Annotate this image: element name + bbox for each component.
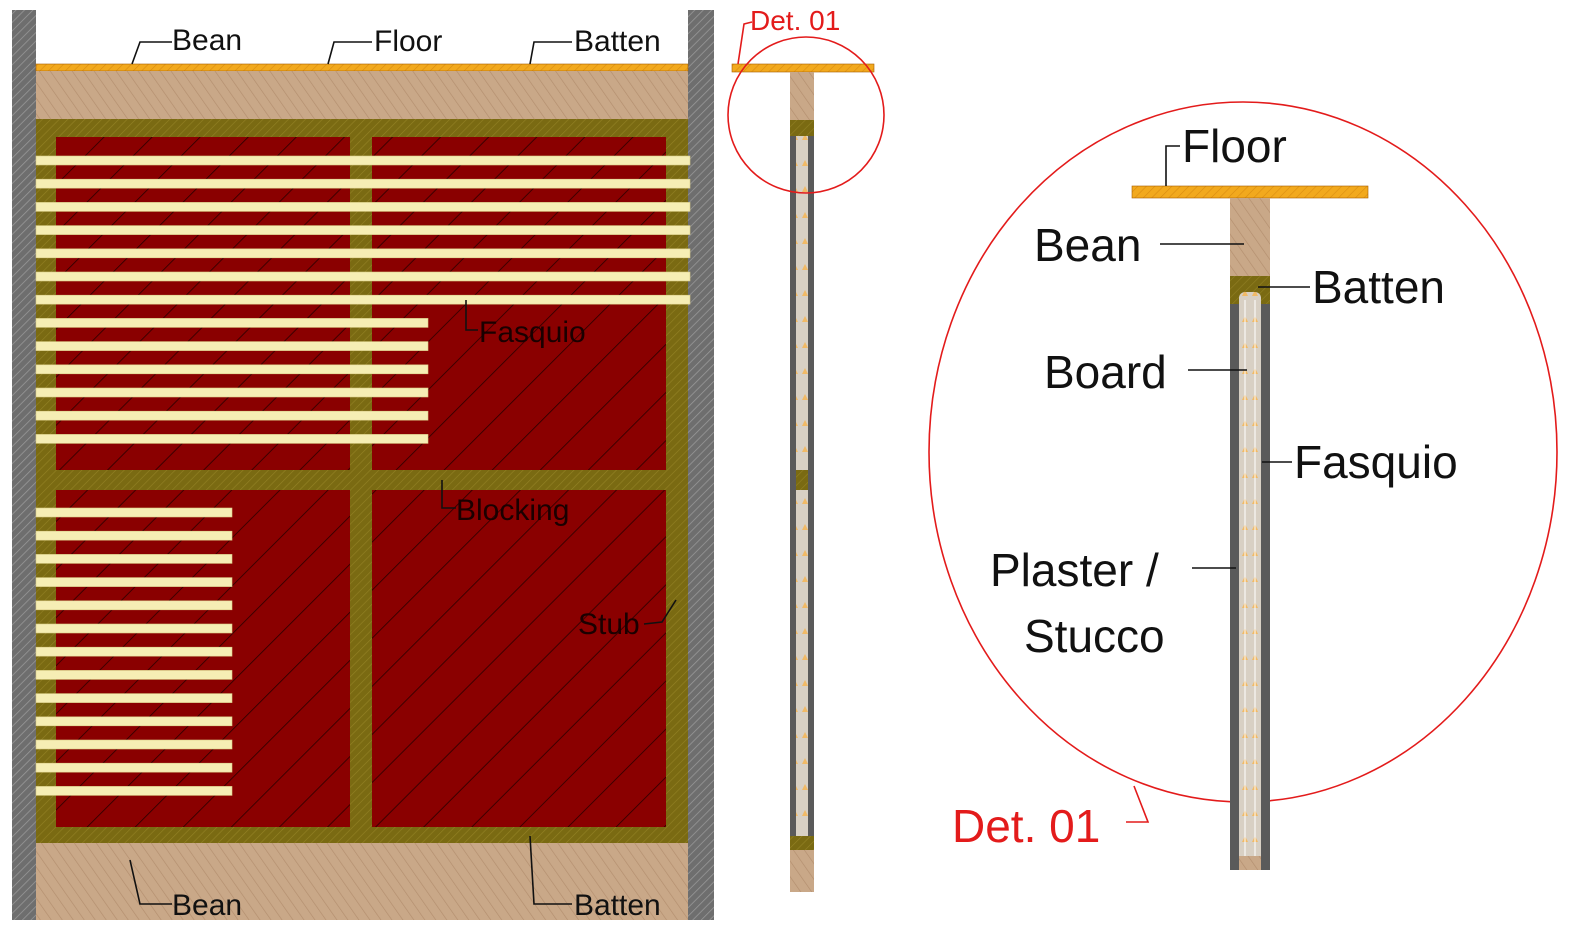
fasquio-strip: [35, 554, 233, 564]
fasquio-strip: [35, 271, 691, 282]
detail-title-leader: [1126, 785, 1150, 823]
bean-bottom-label: Bean: [172, 889, 242, 922]
detail-bean-top: [1230, 198, 1270, 276]
floor-label: Floor: [374, 25, 442, 58]
fasquio-leader: [465, 300, 478, 331]
detail-plaster-label-line1: Plaster /: [990, 544, 1159, 596]
bean-top-leader: [131, 41, 172, 65]
fasquio-strip: [35, 341, 429, 351]
section-bean-top: [790, 72, 814, 120]
detail-bean-label: Bean: [1034, 219, 1141, 271]
fasquio-strip: [35, 318, 429, 328]
detail-callout-circle: [727, 36, 885, 194]
fasquio-strip: [35, 248, 691, 259]
wall-elevation: Bean Floor Batten Fasquio Blocking Stub …: [12, 10, 714, 922]
fasquio-strip: [35, 178, 691, 189]
fasquio-strip: [35, 786, 233, 796]
fasquio-strip: [35, 202, 691, 212]
detail-bean-bottom: [1239, 856, 1261, 870]
bean-bottom: [36, 843, 688, 920]
batten-top-label: Batten: [574, 25, 661, 58]
detail-board: [1239, 292, 1261, 870]
right-wall: [688, 10, 714, 920]
stub-label: Stub: [578, 608, 640, 641]
detail-floor-label: Floor: [1182, 120, 1287, 172]
detail-floor: [1131, 185, 1369, 199]
fasquio-strip: [35, 739, 233, 750]
detail-batten-label: Batten: [1312, 261, 1445, 313]
blocking-label: Blocking: [456, 494, 569, 527]
fasquio-strip: [35, 225, 691, 235]
fasquio-strip: [35, 155, 691, 166]
section-bean-bottom: [790, 850, 814, 892]
stub-leader: [643, 599, 677, 625]
fasquio-strip: [35, 387, 429, 398]
batten-bottom-leader: [529, 835, 572, 905]
fasquio-strip: [35, 434, 429, 444]
wall-section: Det. 01: [727, 5, 885, 892]
detail-plaster-left: [1230, 304, 1239, 870]
section-plaster-left: [790, 136, 796, 836]
blocking-leader: [441, 480, 456, 509]
fasquio-strip: [35, 507, 233, 518]
detail-plaster-right: [1261, 304, 1270, 870]
detail-01: Floor Bean Batten Board Fasquio Plaster …: [928, 101, 1558, 870]
fasquio-strip: [35, 577, 233, 587]
fasquio-label: Fasquio: [479, 316, 586, 349]
fasquio-strip: [35, 600, 233, 611]
section-plaster-right: [808, 136, 814, 836]
detail-callout-label: Det. 01: [750, 5, 840, 36]
fasquio-strip: [35, 670, 233, 680]
detail-callout-leader: [737, 21, 753, 65]
left-wall: [12, 10, 36, 920]
section-blocking: [796, 470, 808, 490]
fasquio-strip: [35, 364, 429, 375]
fasquio-strips-upper: [35, 155, 691, 444]
detail-board-label: Board: [1044, 346, 1167, 398]
bean-bottom-leader: [129, 859, 172, 905]
detail-fasquio-label: Fasquio: [1294, 436, 1458, 488]
fasquio-strip: [35, 530, 233, 541]
section-batten-bottom: [790, 836, 814, 850]
bean-top: [36, 71, 688, 119]
fasquio-strip: [35, 693, 233, 703]
fasquio-strip: [35, 646, 233, 657]
fasquio-strips-lower: [35, 507, 233, 796]
fasquio-strip: [35, 410, 429, 421]
section-batten-top: [790, 120, 814, 136]
detail-title: Det. 01: [952, 800, 1100, 852]
fasquio-strip: [35, 623, 233, 634]
fasquio-strip: [35, 716, 233, 727]
fasquio-strip: [35, 294, 691, 305]
section-floor: [731, 63, 875, 73]
detail-plaster-label-line2: Stucco: [1024, 610, 1165, 662]
detail-floor-leader: [1165, 145, 1180, 186]
batten-top-leader: [529, 41, 572, 65]
fasquio-strip: [35, 762, 233, 773]
floor-board-top: [35, 63, 689, 72]
batten-bottom-label: Batten: [574, 889, 661, 922]
bean-top-label: Bean: [172, 24, 242, 57]
batten-bottom: [36, 827, 688, 843]
floor-leader: [327, 41, 372, 65]
